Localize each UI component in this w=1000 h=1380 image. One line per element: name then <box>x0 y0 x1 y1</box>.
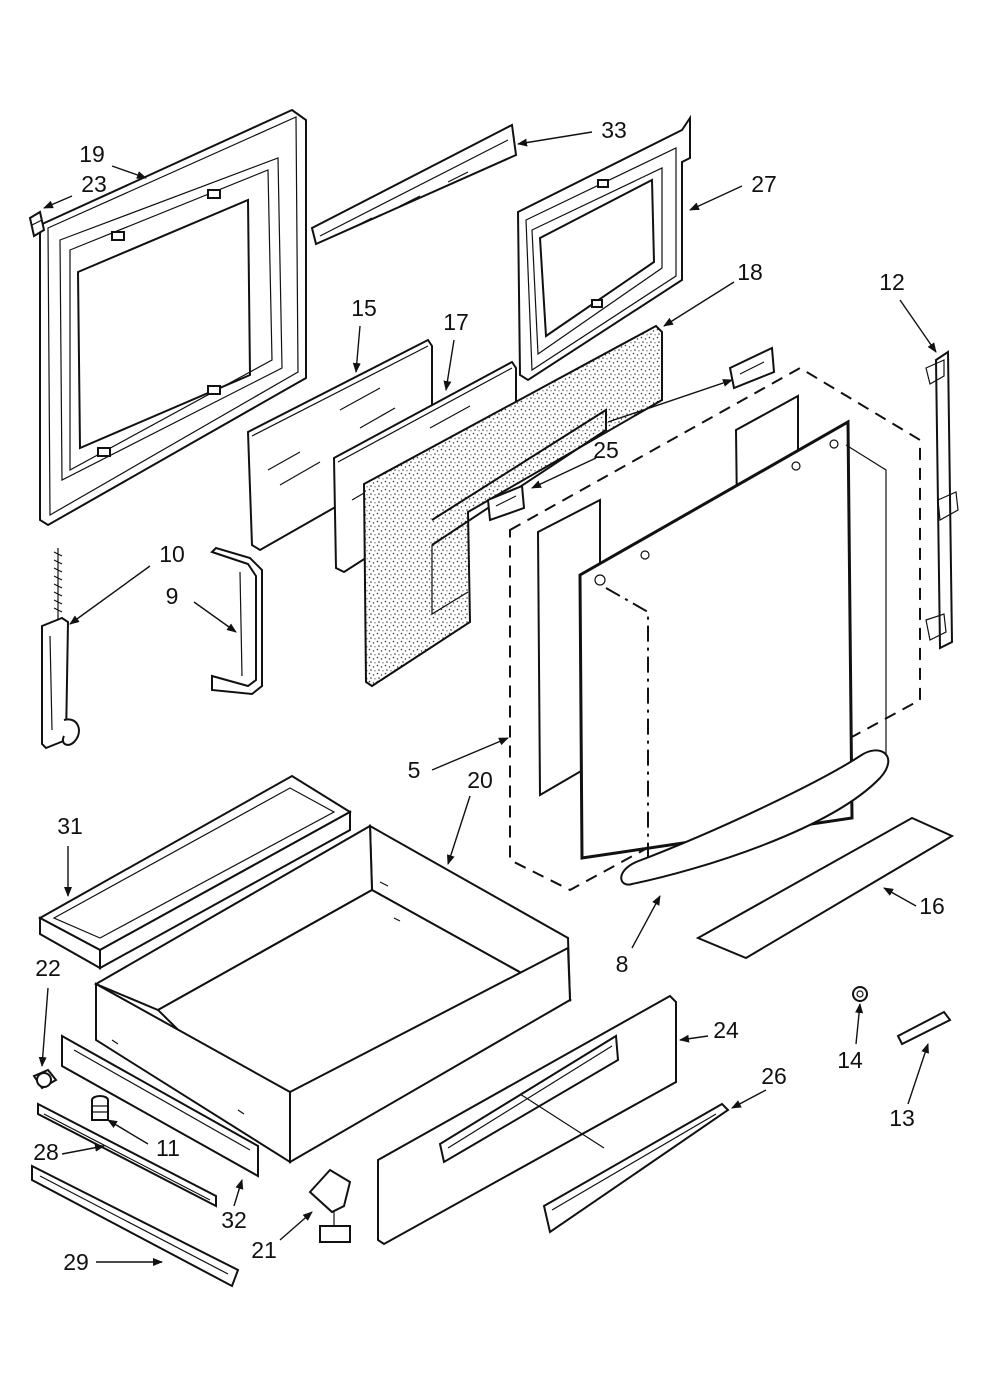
callout-13: 13 <box>889 1105 915 1131</box>
leader-16 <box>883 887 917 907</box>
callout-12: 12 <box>879 269 905 295</box>
leader-17 <box>443 339 455 391</box>
leader-lines <box>38 131 937 1266</box>
callout-23: 23 <box>81 171 107 197</box>
callout-24: 24 <box>713 1017 739 1043</box>
leader-24 <box>679 1034 709 1043</box>
leader-20 <box>446 795 471 865</box>
callout-21: 21 <box>251 1237 277 1263</box>
callout-11: 11 <box>156 1135 180 1161</box>
callout-32: 32 <box>221 1207 247 1233</box>
callout-5: 5 <box>408 757 421 783</box>
callout-18: 18 <box>737 259 763 285</box>
leader-27 <box>689 185 743 211</box>
callout-27: 27 <box>751 171 777 197</box>
callout-8: 8 <box>616 951 629 977</box>
leader-13 <box>907 1043 929 1105</box>
part-26-handle-trim <box>542 1102 730 1234</box>
leader-5 <box>431 737 509 771</box>
part-31-tray <box>37 774 352 970</box>
leader-14 <box>855 1003 864 1045</box>
part-12-side-bracket <box>925 350 959 650</box>
leader-19 <box>111 165 147 179</box>
callout-29: 29 <box>63 1249 89 1275</box>
callout-17: 17 <box>443 309 469 335</box>
leader-12 <box>899 299 937 353</box>
callout-22: 22 <box>35 955 61 981</box>
part-22-bolt <box>32 1068 58 1090</box>
callout-25: 25 <box>593 437 619 463</box>
leader-23 <box>43 195 73 209</box>
leader-10 <box>69 565 151 625</box>
part-27-inner-door-frame <box>516 114 691 382</box>
callout-labels: 19 23 33 27 18 12 15 17 25 10 9 5 20 31 … <box>33 117 945 1275</box>
leader-26 <box>731 1089 767 1109</box>
part-21-leveler <box>308 1168 352 1243</box>
part-13-strip <box>896 1010 952 1046</box>
leader-21 <box>279 1211 313 1241</box>
leader-25b <box>531 457 597 489</box>
part-5-door-assembly-outline <box>509 366 921 892</box>
callout-16: 16 <box>919 893 945 919</box>
part-29-track <box>31 1164 240 1288</box>
callout-10: 10 <box>159 541 185 567</box>
leader-25a <box>607 379 733 423</box>
part-18-insulation <box>362 324 663 688</box>
part-16-plate <box>695 816 955 960</box>
leader-18 <box>663 281 735 327</box>
callout-31: 31 <box>57 813 83 839</box>
callout-19: 19 <box>79 141 105 167</box>
leader-8 <box>631 895 661 949</box>
part-10-hinge <box>41 548 80 750</box>
part-23-clip <box>28 210 46 238</box>
part-19-outer-door-panel <box>39 108 307 527</box>
leader-22 <box>38 987 49 1067</box>
callout-20: 20 <box>467 767 493 793</box>
callout-33: 33 <box>601 117 627 143</box>
part-28-slide-rail <box>37 1102 217 1208</box>
leader-33 <box>517 131 593 147</box>
callout-28: 28 <box>33 1139 59 1165</box>
part-14-nut <box>852 986 868 1002</box>
part-25-hinge-brackets <box>486 346 776 522</box>
part-9-bracket <box>210 546 263 696</box>
part-20-drawer-box <box>93 824 573 1164</box>
leader-9 <box>193 601 237 633</box>
leader-11 <box>107 1119 149 1145</box>
callout-14: 14 <box>837 1047 863 1073</box>
leader-32 <box>233 1179 244 1207</box>
callout-26: 26 <box>761 1063 787 1089</box>
leader-15 <box>352 325 361 373</box>
part-33-vent-strip <box>310 123 518 246</box>
part-11-roller <box>91 1095 109 1121</box>
callout-9: 9 <box>166 583 179 609</box>
callout-15: 15 <box>351 295 377 321</box>
part-32-rail <box>61 1034 259 1178</box>
leader-28 <box>61 1143 105 1155</box>
part-24-drawer-front <box>377 994 677 1246</box>
